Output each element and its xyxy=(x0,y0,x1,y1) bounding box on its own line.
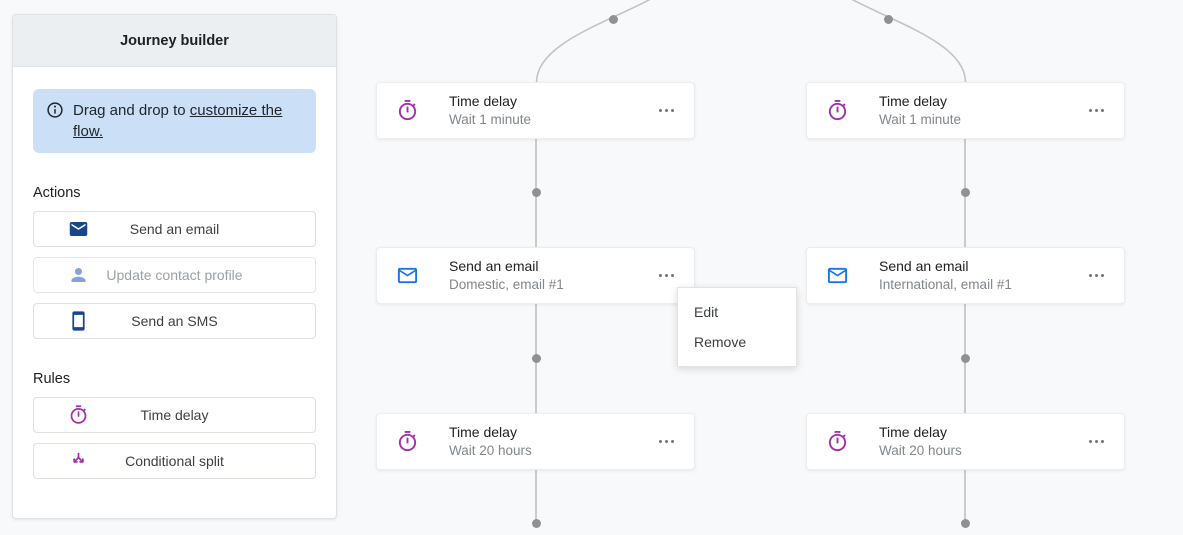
connector-dot[interactable] xyxy=(531,353,541,363)
node-menu-button[interactable] xyxy=(657,434,677,450)
node-title: Time delay xyxy=(449,93,517,109)
node-subtitle: Wait 1 minute xyxy=(449,112,532,127)
split-icon xyxy=(68,451,89,472)
palette-item-conditional-split[interactable]: Conditional split xyxy=(33,443,316,479)
section-label-rules: Rules xyxy=(33,371,71,387)
connector-dot[interactable] xyxy=(531,187,541,197)
connector-line xyxy=(535,470,537,524)
flow-node-send-email[interactable]: Send an email Domestic, email #1 xyxy=(376,247,695,304)
node-title: Time delay xyxy=(449,424,517,440)
context-menu-item-edit[interactable]: Edit xyxy=(694,304,719,320)
email-icon xyxy=(826,264,849,287)
connector-dot[interactable] xyxy=(531,518,541,528)
palette-item-label: Time delay xyxy=(140,407,209,423)
timer-icon xyxy=(396,430,419,453)
timer-icon xyxy=(826,99,849,122)
connector-dot[interactable] xyxy=(608,14,618,24)
node-menu-button[interactable] xyxy=(1087,268,1107,284)
connector-line xyxy=(964,470,966,524)
info-icon xyxy=(46,101,64,119)
flow-node-time-delay[interactable]: Time delay Wait 20 hours xyxy=(376,413,695,470)
timer-icon xyxy=(826,430,849,453)
node-title: Send an email xyxy=(449,258,539,274)
flow-node-time-delay[interactable]: Time delay Wait 1 minute xyxy=(806,82,1125,139)
connector-dot[interactable] xyxy=(883,14,893,24)
person-icon xyxy=(68,265,89,286)
journey-builder-sidebar: Journey builder Drag and drop to customi… xyxy=(12,14,337,519)
drag-drop-info-banner: Drag and drop to customize the flow. xyxy=(33,89,316,153)
timer-icon xyxy=(396,99,419,122)
node-subtitle: Domestic, email #1 xyxy=(449,277,564,292)
palette-item-label: Send an SMS xyxy=(131,313,218,329)
timer-icon xyxy=(68,405,89,426)
node-title: Send an email xyxy=(879,258,969,274)
palette-item-send-email[interactable]: Send an email xyxy=(33,211,316,247)
node-menu-button[interactable] xyxy=(1087,103,1107,119)
node-context-menu: Edit Remove xyxy=(677,287,797,367)
info-text: Drag and drop to xyxy=(73,102,190,119)
node-subtitle: Wait 1 minute xyxy=(879,112,962,127)
flow-node-time-delay[interactable]: Time delay Wait 1 minute xyxy=(376,82,695,139)
node-subtitle: Wait 20 hours xyxy=(449,443,532,458)
context-menu-item-remove[interactable]: Remove xyxy=(694,334,747,350)
node-subtitle: Wait 20 hours xyxy=(879,443,962,458)
connector-dot[interactable] xyxy=(960,187,970,197)
palette-item-label: Conditional split xyxy=(125,453,224,469)
customize-flow-link[interactable]: customize the flow. xyxy=(73,102,283,140)
email-icon xyxy=(68,219,89,240)
smartphone-icon xyxy=(68,311,89,332)
sidebar-title: Journey builder xyxy=(13,15,336,67)
node-menu-button[interactable] xyxy=(657,268,677,284)
palette-item-send-sms[interactable]: Send an SMS xyxy=(33,303,316,339)
section-label-actions: Actions xyxy=(33,185,81,201)
connector-dot[interactable] xyxy=(960,353,970,363)
flow-node-time-delay[interactable]: Time delay Wait 20 hours xyxy=(806,413,1125,470)
node-title: Time delay xyxy=(879,424,947,440)
palette-item-time-delay[interactable]: Time delay xyxy=(33,397,316,433)
palette-item-update-contact-profile: Update contact profile xyxy=(33,257,316,293)
node-subtitle: International, email #1 xyxy=(879,277,1012,292)
email-icon xyxy=(396,264,419,287)
node-menu-button[interactable] xyxy=(657,103,677,119)
node-title: Time delay xyxy=(879,93,947,109)
palette-item-label: Send an email xyxy=(129,221,220,237)
palette-item-label: Update contact profile xyxy=(106,267,243,283)
connector-dot[interactable] xyxy=(960,518,970,528)
node-menu-button[interactable] xyxy=(1087,434,1107,450)
flow-node-send-email[interactable]: Send an email International, email #1 xyxy=(806,247,1125,304)
